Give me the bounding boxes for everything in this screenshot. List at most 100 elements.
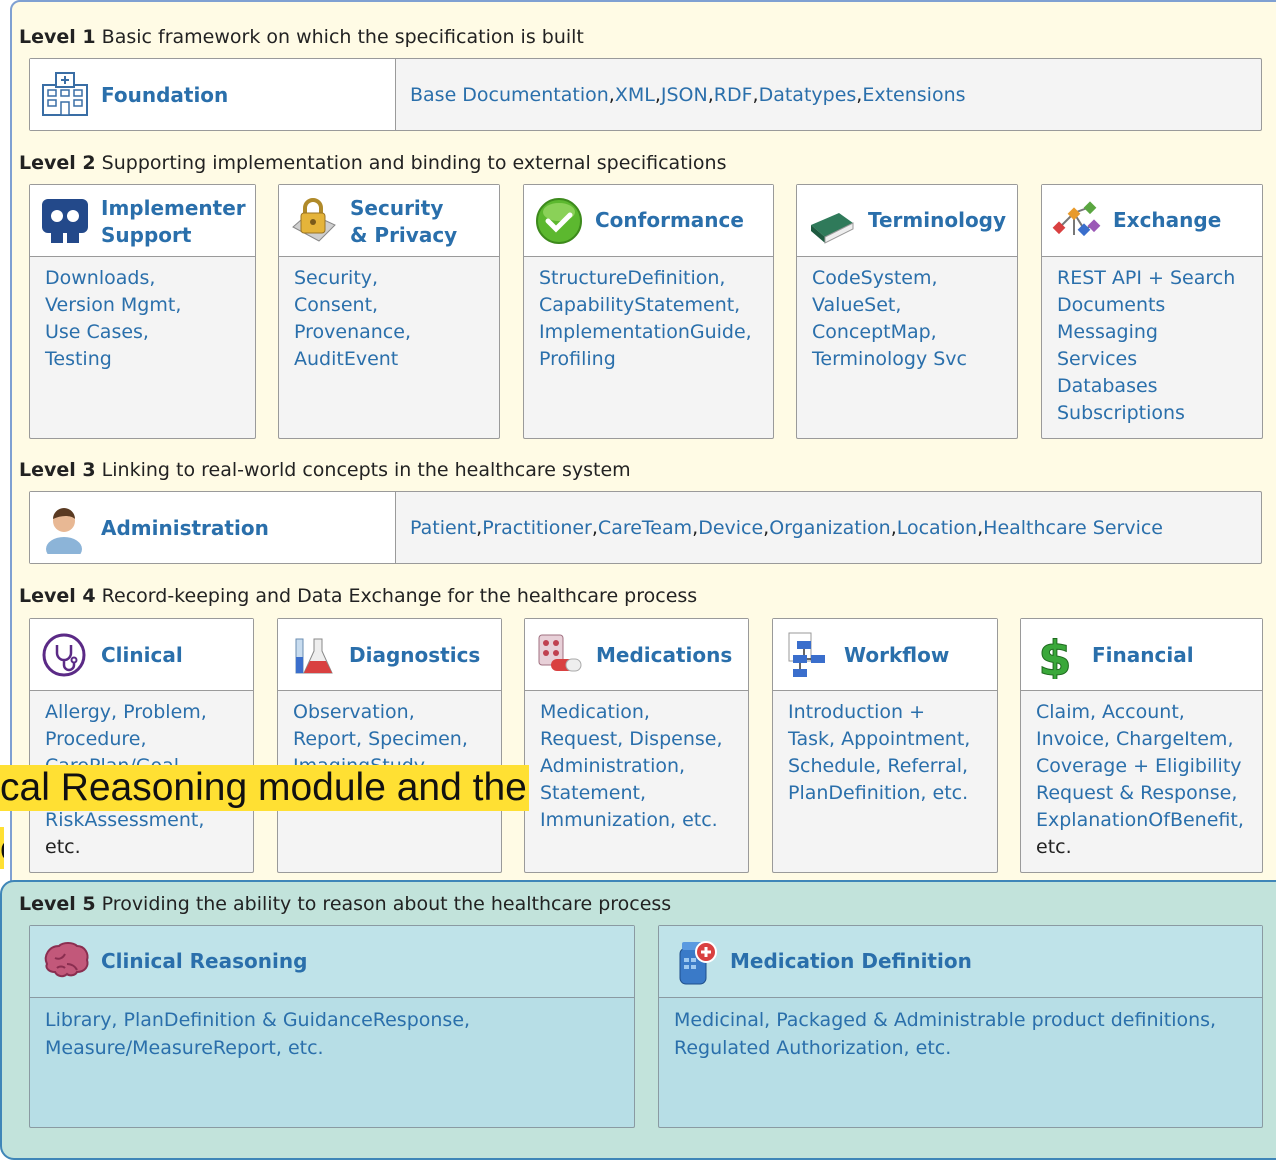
link-extensions[interactable]: Extensions: [862, 83, 966, 106]
link-downloads[interactable]: Downloads,: [45, 267, 156, 289]
link-terminology-svc[interactable]: Terminology Svc: [812, 348, 967, 370]
link-consent[interactable]: Consent,: [294, 294, 379, 316]
medication-definition-line-1[interactable]: Medicinal, Packaged & Administrable prod…: [674, 1009, 1217, 1031]
level-2-title: Level 2 Supporting implementation and bi…: [19, 152, 727, 174]
level-3-title: Level 3 Linking to real-world concepts i…: [19, 459, 631, 481]
link-structuredefinition[interactable]: StructureDefinition,: [539, 267, 726, 289]
financial-label: Financial: [1092, 643, 1194, 667]
link-implementationguide[interactable]: ImplementationGuide,: [539, 321, 752, 343]
link-introduction[interactable]: Introduction +: [788, 701, 926, 723]
link-request-dispense[interactable]: Request, Dispense,: [540, 728, 723, 750]
implementer-support-label-1: Implementer: [101, 196, 246, 220]
link-immunization[interactable]: Immunization, etc.: [540, 809, 718, 831]
financial-etc: etc.: [1036, 836, 1072, 858]
link-statement[interactable]: Statement,: [540, 782, 647, 804]
stethoscope-icon: [42, 633, 86, 677]
link-rest-api-search[interactable]: REST API + Search: [1057, 267, 1236, 289]
link-testing[interactable]: Testing: [45, 348, 112, 370]
link-documents[interactable]: Documents: [1057, 294, 1166, 316]
link-datatypes[interactable]: Datatypes: [758, 83, 857, 106]
diagnostics-label: Diagnostics: [349, 643, 481, 667]
conformance-module[interactable]: Conformance StructureDefinition, Capabil…: [523, 184, 774, 439]
exchange-module[interactable]: Exchange REST API + Search Documents Mes…: [1041, 184, 1263, 439]
medication-definition-module[interactable]: Medication Definition Medicinal, Package…: [658, 925, 1263, 1128]
medications-label: Medications: [596, 643, 733, 667]
security-label-1: Security: [350, 196, 444, 220]
foundation-resources: Base Documentation, XML, JSON, RDF, Data…: [410, 83, 966, 106]
medication-definition-label: Medication Definition: [730, 949, 972, 973]
book-icon: [811, 213, 854, 244]
link-databases[interactable]: Databases: [1057, 375, 1158, 397]
link-messaging[interactable]: Messaging: [1057, 321, 1158, 343]
link-explanationofbenefit[interactable]: ExplanationOfBenefit,: [1036, 809, 1244, 831]
flowchart-icon: [788, 632, 825, 677]
hospital-icon: [42, 72, 88, 116]
link-schedule-referral[interactable]: Schedule, Referral,: [788, 755, 969, 777]
link-plandefinition[interactable]: PlanDefinition, etc.: [788, 782, 969, 804]
clinical-etc: etc.: [45, 836, 81, 858]
workflow-label: Workflow: [844, 643, 950, 667]
link-subscriptions[interactable]: Subscriptions: [1057, 402, 1185, 424]
link-auditevent[interactable]: AuditEvent: [294, 348, 399, 370]
link-patient[interactable]: Patient: [410, 516, 477, 539]
clinical-reasoning-module[interactable]: Clinical Reasoning Library, PlanDefiniti…: [29, 925, 635, 1128]
link-practitioner[interactable]: Practitioner: [482, 516, 592, 539]
link-report-specimen[interactable]: Report, Specimen,: [293, 728, 468, 750]
administration-module[interactable]: Administration Patient, Practitioner, Ca…: [29, 491, 1262, 564]
link-medication[interactable]: Medication,: [540, 701, 650, 723]
link-allergy-problem[interactable]: Allergy, Problem,: [45, 701, 207, 723]
link-request-response[interactable]: Request & Response,: [1036, 782, 1238, 804]
clinical-reasoning-line-2[interactable]: Measure/MeasureReport, etc.: [45, 1037, 324, 1059]
link-healthcare-service[interactable]: Healthcare Service: [983, 516, 1163, 539]
link-invoice-chargeitem[interactable]: Invoice, ChargeItem,: [1036, 728, 1234, 750]
financial-module[interactable]: $ Financial Claim, Account, Invoice, Cha…: [1020, 618, 1263, 873]
link-capabilitystatement[interactable]: CapabilityStatement,: [539, 294, 741, 316]
level-1-title: Level 1 Basic framework on which the spe…: [19, 26, 584, 48]
link-device[interactable]: Device: [698, 516, 764, 539]
workflow-module[interactable]: Workflow Introduction + Task, Appointmen…: [772, 618, 998, 873]
link-security[interactable]: Security,: [294, 267, 379, 289]
link-use-cases[interactable]: Use Cases,: [45, 321, 149, 343]
link-task-appointment[interactable]: Task, Appointment,: [788, 728, 971, 750]
link-administration[interactable]: Administration,: [540, 755, 686, 777]
link-valueset[interactable]: ValueSet,: [812, 294, 902, 316]
clinical-reasoning-line-1[interactable]: Library, PlanDefinition & GuidanceRespon…: [45, 1009, 471, 1031]
link-version-mgmt[interactable]: Version Mgmt,: [45, 294, 182, 316]
conformance-label: Conformance: [595, 208, 744, 232]
link-services[interactable]: Services: [1057, 348, 1138, 370]
link-codesystem[interactable]: CodeSystem,: [812, 267, 938, 289]
link-careteam[interactable]: CareTeam: [597, 516, 693, 539]
link-profiling[interactable]: Profiling: [539, 348, 616, 370]
lab-flask-icon: [295, 638, 333, 674]
link-rdf[interactable]: RDF: [713, 83, 753, 106]
link-procedure[interactable]: Procedure,: [45, 728, 147, 750]
link-observation[interactable]: Observation,: [293, 701, 415, 723]
diagnostics-module[interactable]: Diagnostics Observation, Report, Specime…: [277, 618, 502, 873]
link-organization[interactable]: Organization: [769, 516, 891, 539]
link-coverage-eligibility[interactable]: Coverage + Eligibility: [1036, 755, 1242, 777]
foundation-module[interactable]: Foundation Base Documentation, XML, JSON…: [29, 58, 1262, 131]
terminology-module[interactable]: Terminology CodeSystem, ValueSet, Concep…: [796, 184, 1018, 439]
exchange-label: Exchange: [1113, 208, 1222, 232]
link-provenance[interactable]: Provenance,: [294, 321, 411, 343]
medication-definition-line-2[interactable]: Regulated Authorization, etc.: [674, 1037, 952, 1059]
link-conceptmap[interactable]: ConceptMap,: [812, 321, 937, 343]
padlock-icon: [292, 198, 336, 242]
clinical-module[interactable]: Clinical Allergy, Problem, Procedure, Ca…: [29, 618, 254, 873]
link-xml[interactable]: XML: [614, 83, 655, 106]
medications-module[interactable]: Medications Medication, Request, Dispens…: [524, 618, 749, 873]
svg-text:$: $: [1038, 631, 1071, 679]
link-location[interactable]: Location: [896, 516, 978, 539]
link-base-documentation[interactable]: Base Documentation: [410, 83, 609, 106]
administration-resources: Patient, Practitioner, CareTeam, Device,…: [410, 516, 1163, 539]
security-privacy-module[interactable]: Security & Privacy Security, Consent, Pro…: [278, 184, 500, 439]
network-icon: [1052, 201, 1101, 237]
link-claim-account[interactable]: Claim, Account,: [1036, 701, 1185, 723]
pills-icon: [538, 634, 582, 672]
checkmark-icon: [536, 198, 582, 244]
link-riskassessment[interactable]: RiskAssessment,: [45, 809, 205, 831]
foundation-label: Foundation: [101, 83, 229, 107]
link-json[interactable]: JSON: [660, 83, 708, 106]
security-label-2: & Privacy: [350, 223, 458, 247]
